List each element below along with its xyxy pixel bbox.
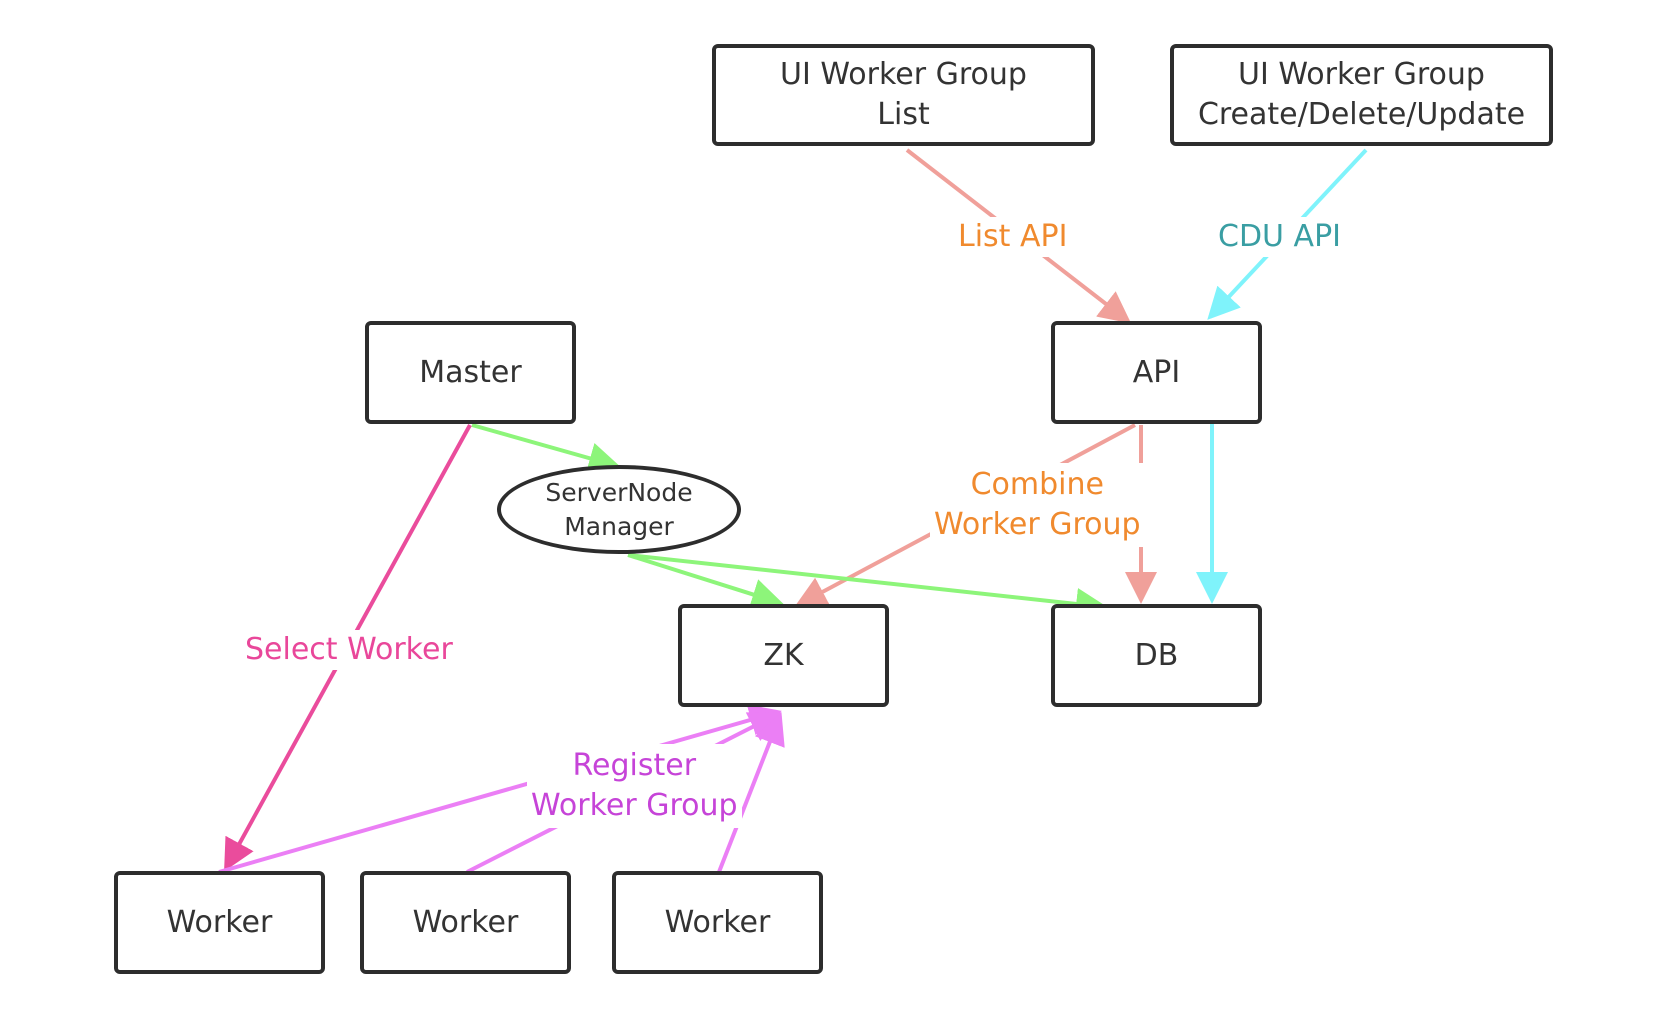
node-master[interactable]: Master: [365, 321, 576, 424]
node-api-label: API: [1132, 354, 1181, 390]
label-cdu-api: CDU API: [1218, 217, 1342, 257]
label-list-api-text: List API: [958, 219, 1068, 254]
node-servernode-line2: Manager: [564, 511, 674, 541]
node-ui-list-line2: List: [877, 97, 930, 132]
node-zk-label: ZK: [763, 637, 804, 673]
node-servernode-manager[interactable]: ServerNode Manager: [497, 465, 741, 554]
edge-master-servernode: [471, 423, 621, 474]
node-api[interactable]: API: [1051, 321, 1262, 424]
node-worker-1-label: Worker: [166, 904, 273, 940]
edge-servernode-zk: [627, 553, 784, 610]
label-list-api: List API: [958, 217, 1068, 257]
node-zk[interactable]: ZK: [678, 604, 889, 707]
label-combine-line1: Combine: [970, 467, 1104, 502]
node-worker-3[interactable]: Worker: [612, 871, 823, 974]
edge-worker1-zk: [218, 704, 782, 874]
node-master-label: Master: [419, 354, 522, 390]
node-worker-2-label: Worker: [412, 904, 519, 940]
label-select-worker-text: Select Worker: [245, 632, 453, 667]
edge-worker3-zk: [717, 712, 785, 873]
label-select-worker: Select Worker: [241, 630, 457, 670]
node-ui-cdu-line2: Create/Delete/Update: [1197, 97, 1526, 132]
node-worker-2[interactable]: Worker: [360, 871, 571, 974]
node-db[interactable]: DB: [1051, 604, 1262, 707]
node-db-label: DB: [1134, 637, 1179, 673]
node-worker-3-label: Worker: [664, 904, 771, 940]
label-register-line2: Worker Group: [531, 788, 738, 823]
node-servernode-line1: ServerNode: [545, 477, 693, 507]
label-combine-line2: Worker Group: [934, 507, 1141, 542]
node-ui-worker-group-list[interactable]: UI Worker Group List: [712, 44, 1095, 146]
node-ui-list-line1: UI Worker Group: [780, 57, 1027, 92]
edge-servernode-db: [627, 553, 1108, 620]
label-register-worker-group: Register Worker Group: [527, 744, 742, 828]
node-ui-worker-group-cdu[interactable]: UI Worker Group Create/Delete/Update: [1170, 44, 1553, 146]
node-ui-cdu-line1: UI Worker Group: [1238, 57, 1485, 92]
node-worker-1[interactable]: Worker: [114, 871, 325, 974]
label-cdu-api-text: CDU API: [1218, 219, 1342, 254]
label-register-line1: Register: [572, 748, 697, 783]
label-combine-worker-group: Combine Worker Group: [930, 463, 1145, 547]
